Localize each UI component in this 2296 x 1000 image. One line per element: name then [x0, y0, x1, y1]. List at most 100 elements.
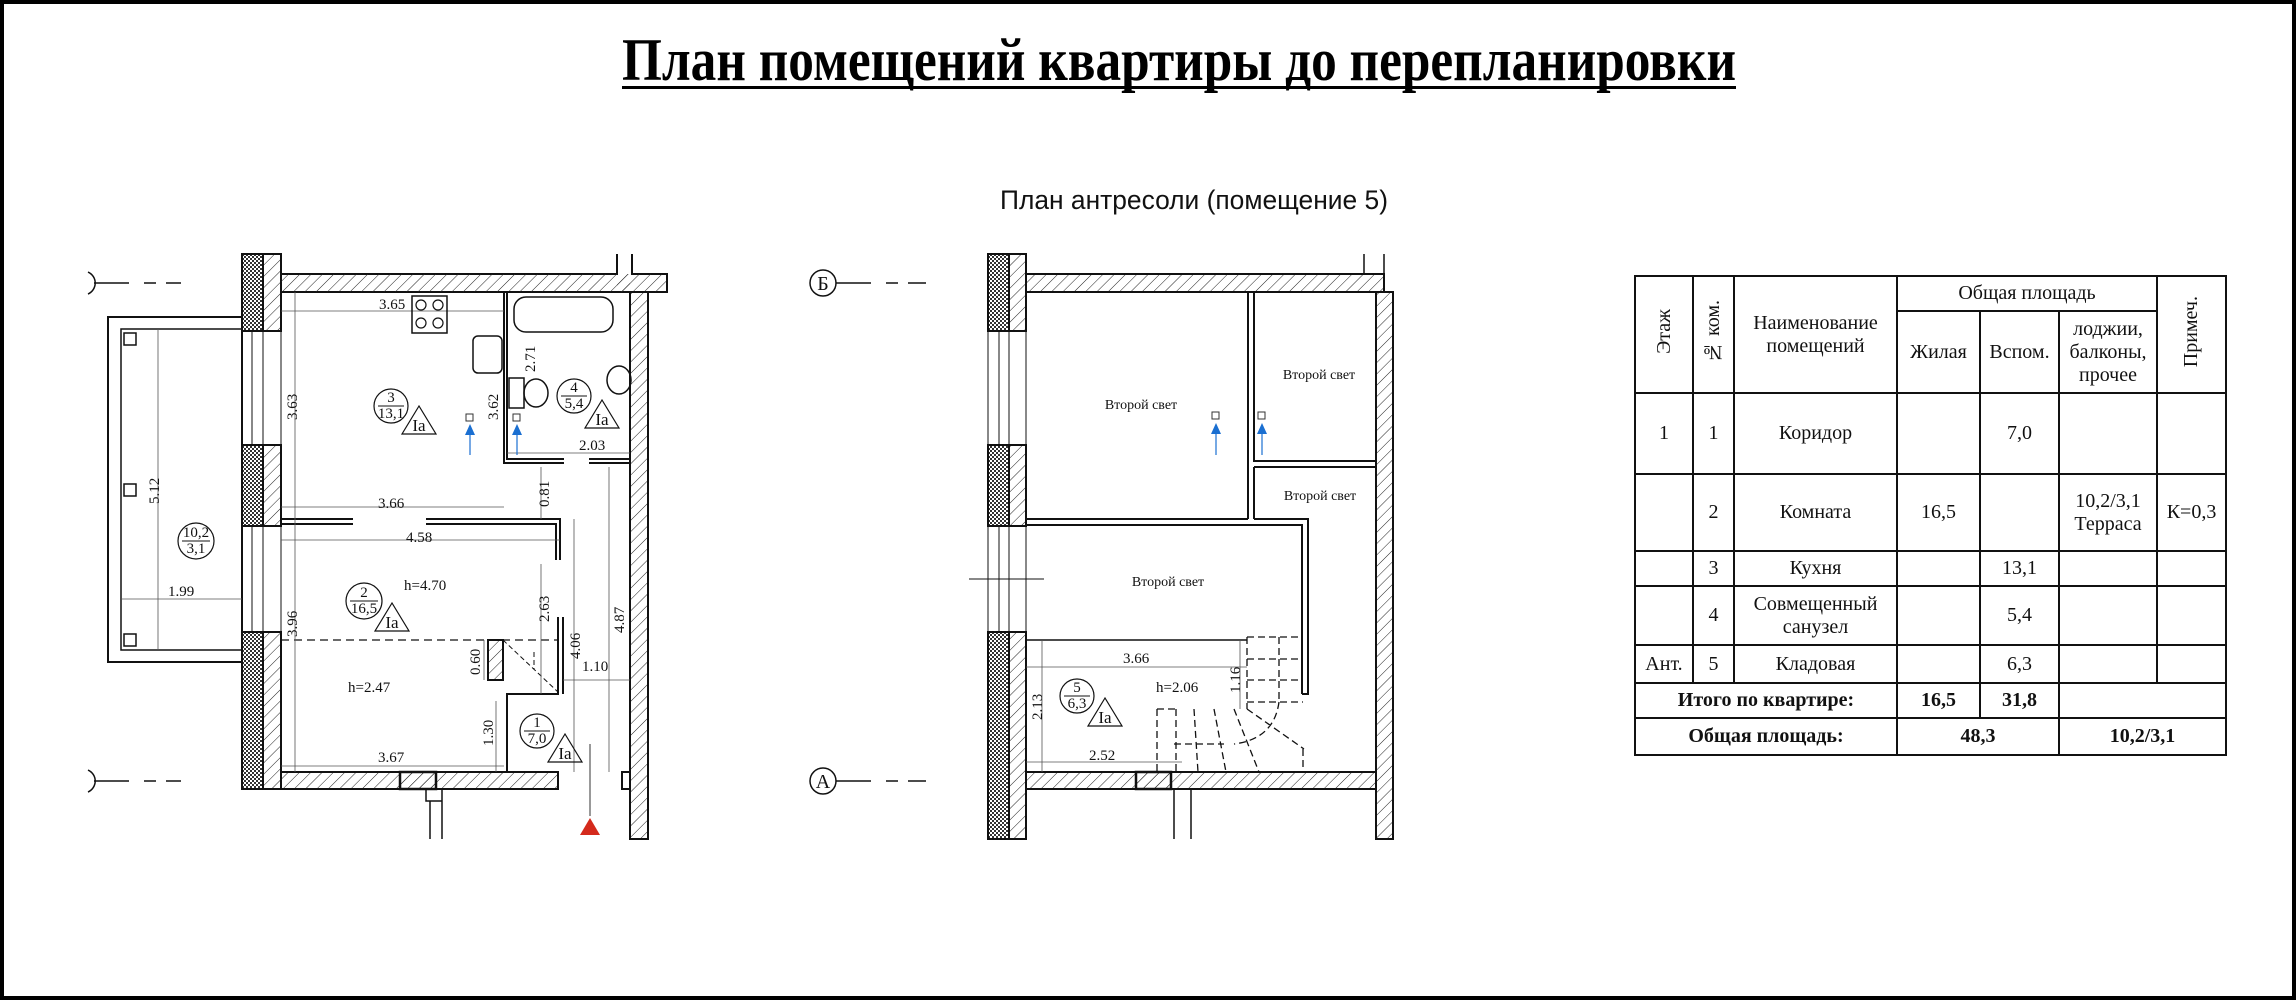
cell-note — [2156, 392, 2228, 475]
table-row: Ант. 5 Кладовая 6,3 — [1634, 644, 2228, 684]
dim-text: 0.81 — [537, 481, 553, 507]
axis-line-b — [87, 271, 181, 295]
header-name: Наименование помещений — [1733, 275, 1898, 394]
bathtub-icon — [513, 296, 614, 333]
dim-text: 3.66 — [1123, 651, 1150, 667]
cell-floor — [1634, 585, 1694, 646]
room-tag-3: 3 13,1 Iа — [373, 388, 438, 435]
bath-sink-icon — [606, 365, 632, 395]
title-underline — [622, 86, 1736, 89]
cell-living — [1896, 585, 1981, 646]
dim-text: 1.30 — [481, 720, 497, 746]
cell-loggia — [2057, 550, 2159, 587]
dim-text: 5.12 — [147, 478, 163, 504]
kitchen-sink-icon — [472, 335, 503, 374]
cell-aux: 13,1 — [1979, 550, 2060, 587]
second-light-label: Второй свет — [1283, 368, 1355, 383]
second-light-label: Второй свет — [1105, 398, 1177, 413]
svg-text:5: 5 — [1073, 680, 1081, 696]
room-tag-5: 5 6,3 Iа — [1059, 678, 1124, 727]
svg-text:16,5: 16,5 — [351, 601, 377, 617]
dim-text: 4.58 — [406, 530, 432, 546]
stove-icon — [411, 295, 448, 334]
header-room-no: № ком. — [1702, 300, 1724, 363]
drawing-canvas: План помещений квартиры до перепланировк… — [87, 27, 1736, 840]
cell-aux — [1979, 473, 2060, 552]
loggia-area: 10,2/3,1 — [2075, 489, 2141, 512]
room-tag-4: 4 5,4 Iа — [556, 378, 621, 429]
dim-text: 3.96 — [285, 610, 301, 637]
dim-text: 3.63 — [285, 394, 301, 420]
svg-text:6,3: 6,3 — [1068, 696, 1087, 712]
total-area-label: Общая площадь: — [1634, 717, 1898, 756]
svg-text:Iа: Iа — [595, 410, 609, 429]
mezzanine-ventilation-icons — [1211, 411, 1267, 455]
dim-text: 4.06 — [568, 632, 584, 659]
dim-text: 0.60 — [468, 649, 484, 675]
dim-text: 1.99 — [168, 584, 194, 600]
dim-text: 2.63 — [537, 596, 553, 622]
svg-text:3,1: 3,1 — [187, 541, 206, 557]
first-floor-plan — [87, 253, 668, 840]
dim-text: 3.66 — [378, 496, 405, 512]
svg-text:7,0: 7,0 — [528, 731, 547, 747]
cell-living: 16,5 — [1896, 473, 1981, 552]
total-area-value: 48,3 — [1896, 717, 2060, 756]
cell-note: К=0,3 — [2156, 473, 2228, 552]
header-auxiliary: Вспом. — [1979, 310, 2060, 394]
area-table: Этаж № ком. Наименование помещений Общая… — [1634, 275, 2228, 756]
dim-text: 1.16 — [1228, 666, 1244, 693]
height-label: h=2.06 — [1156, 680, 1199, 696]
header-loggias: лоджии, балконы, прочее — [2057, 310, 2159, 394]
cell-name: Кухня — [1733, 550, 1898, 587]
cell-note — [2156, 644, 2228, 684]
mezzanine-labels: Б А Второй свет Второй свет Второй свет … — [816, 273, 1356, 793]
cell-note — [2156, 550, 2228, 587]
dim-text: 2.71 — [523, 346, 539, 372]
svg-text:Iа: Iа — [1098, 708, 1112, 727]
total-empty — [2057, 682, 2228, 719]
svg-text:Iа: Iа — [412, 416, 426, 435]
table-row: 3 Кухня 13,1 — [1634, 550, 2228, 587]
height-label: h=4.70 — [404, 578, 446, 594]
total-living: 16,5 — [1896, 682, 1981, 719]
axis-label-b: Б — [817, 273, 828, 295]
cell-no: 3 — [1692, 550, 1735, 587]
svg-text:Iа: Iа — [385, 613, 399, 632]
dim-text: 4.87 — [612, 606, 628, 633]
cell-name: Комната — [1733, 473, 1898, 552]
table-row: 1 1 Коридор 7,0 — [1634, 392, 2228, 475]
cell-living — [1896, 644, 1981, 684]
ventilation-arrow-icons — [465, 413, 522, 455]
room-tag-2: 2 16,5 Iа — [345, 582, 411, 632]
mezzanine-subtitle: План антресоли (помещение 5) — [1000, 185, 1388, 215]
balcony-tag: 10,2 3,1 — [177, 522, 215, 560]
cell-no: 1 — [1692, 392, 1735, 475]
page-title: План помещений квартиры до перепланировк… — [622, 27, 1736, 93]
svg-text:4: 4 — [570, 380, 578, 396]
cell-floor — [1634, 473, 1694, 552]
header-floor: Этаж — [1652, 309, 1675, 354]
cell-no: 5 — [1692, 644, 1735, 684]
cell-no: 2 — [1692, 473, 1735, 552]
svg-text:13,1: 13,1 — [378, 406, 404, 422]
cell-aux: 7,0 — [1979, 392, 2060, 475]
cell-loggia — [2057, 392, 2159, 475]
cell-name: Кладовая — [1733, 644, 1898, 684]
svg-text:Iа: Iа — [558, 744, 572, 763]
svg-text:5,4: 5,4 — [565, 396, 584, 412]
table-subheader-row: Жилая Вспом. лоджии, балконы, прочее — [1635, 310, 2226, 394]
cell-no: 4 — [1692, 585, 1735, 646]
entrance-marker-icon — [580, 818, 600, 835]
toilet-icon — [523, 378, 549, 408]
cell-aux: 6,3 — [1979, 644, 2060, 684]
cell-living — [1896, 392, 1981, 475]
second-light-label: Второй свет — [1284, 489, 1356, 504]
loggia-type: Терраса — [2074, 512, 2142, 535]
axis-line-a — [87, 769, 181, 793]
svg-text:2: 2 — [360, 585, 368, 601]
dim-text: 3.67 — [378, 750, 405, 766]
